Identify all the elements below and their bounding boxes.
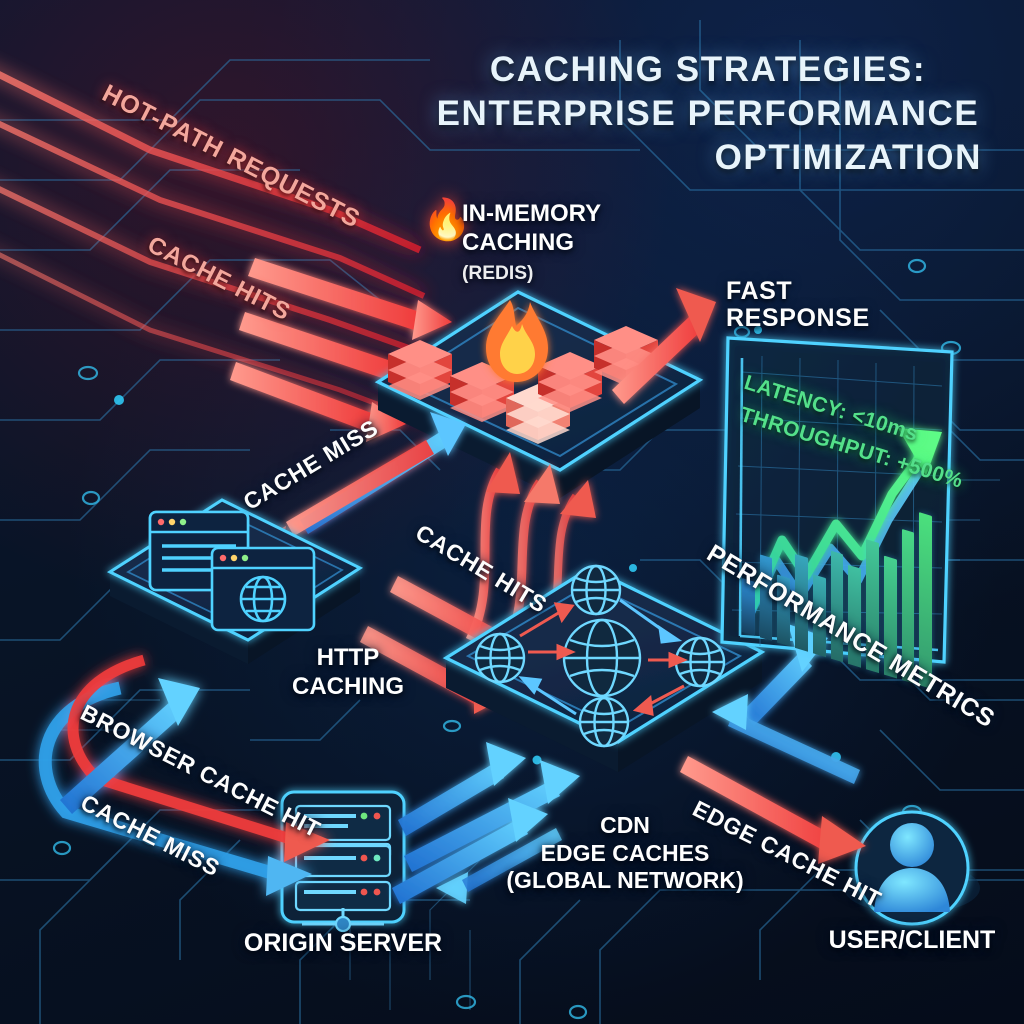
fast-response-arrow bbox=[612, 288, 716, 404]
http-caching-node[interactable] bbox=[106, 498, 364, 664]
edge-cache-hit-arrow bbox=[680, 694, 866, 864]
server-rack-icon bbox=[294, 804, 392, 933]
title-line-2: ENTERPRISE PERFORMANCE bbox=[436, 93, 980, 133]
cdn-line3: (GLOBAL NETWORK) bbox=[506, 867, 744, 894]
cdn-node[interactable] bbox=[442, 564, 766, 772]
cdn-line2: EDGE CACHES bbox=[540, 839, 710, 866]
user-avatar-icon bbox=[874, 823, 950, 912]
node-label-http-caching: HTTP CACHING bbox=[268, 644, 428, 702]
origin-to-cdn-arrows bbox=[392, 742, 580, 904]
http-caching-line1: HTTP bbox=[316, 644, 380, 671]
globe-network-icon bbox=[474, 564, 726, 748]
node-label-origin-server: ORIGIN SERVER bbox=[243, 929, 443, 957]
title-line-3: OPTIMIZATION bbox=[714, 137, 982, 177]
cdn-line1: CDN bbox=[600, 812, 650, 838]
title-line-1: CACHING STRATEGIES: bbox=[489, 50, 927, 89]
page-title: CACHING STRATEGIES: ENTERPRISE PERFORMAN… bbox=[428, 48, 988, 179]
browser-loop-arrows bbox=[38, 654, 330, 896]
arrows-into-redis bbox=[230, 258, 452, 442]
in-memory-line1: IN-MEMORY bbox=[462, 200, 602, 227]
cdn-internal-arrows bbox=[518, 598, 688, 716]
cache-cube-stack bbox=[388, 326, 658, 444]
http-caching-line2: CACHING bbox=[292, 672, 404, 700]
flame-icon-title: 🔥 bbox=[422, 198, 472, 242]
node-label-in-memory-caching: IN-MEMORY CACHING (REDIS) bbox=[462, 200, 682, 286]
flame-icon bbox=[486, 300, 548, 382]
in-memory-cache-node[interactable] bbox=[374, 290, 704, 498]
in-memory-line3: (REDIS) bbox=[462, 262, 534, 284]
in-memory-line2: CACHING bbox=[462, 228, 574, 256]
user-client-node[interactable] bbox=[844, 810, 980, 926]
origin-server-node[interactable] bbox=[280, 790, 406, 933]
node-label-user-client: USER/CLIENT bbox=[828, 926, 996, 954]
node-label-cdn: CDN EDGE CACHES (GLOBAL NETWORK) bbox=[500, 812, 750, 895]
browser-window-icon bbox=[148, 510, 316, 632]
